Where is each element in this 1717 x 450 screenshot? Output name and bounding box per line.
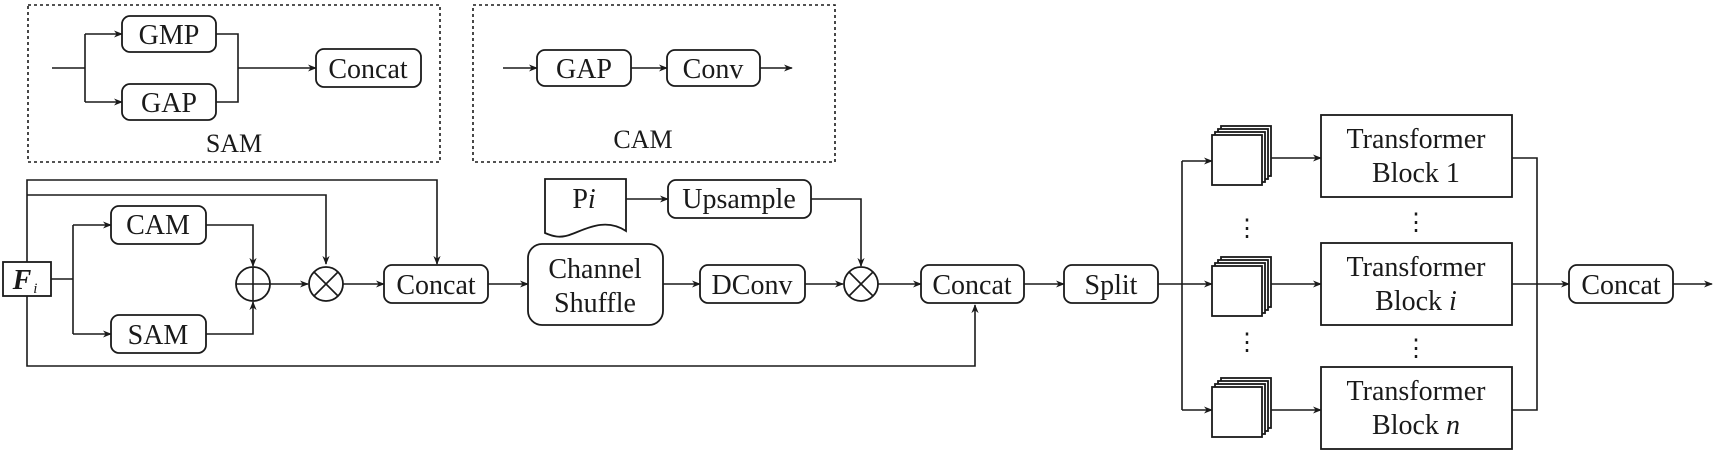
skip-line-to-multiply1 [27,194,330,265]
sam-merge-line [216,33,239,103]
block-ellipsis-upper: ⋮ [1404,210,1428,236]
stack-ellipsis-upper: ⋮ [1235,216,1259,242]
stack-ellipsis-lower: ⋮ [1235,330,1259,356]
sam-label: SAM [128,320,189,351]
transformer-block-i-title: Transformer [1347,252,1487,283]
skip-line-to-concat2 [26,296,979,367]
sam-concat-box [315,48,422,88]
cam-panel-border [472,4,836,163]
transformer-block-n-label: Block n [1372,410,1460,441]
cam-legend-panel: GAP Conv CAM [472,4,836,163]
cam-caption: CAM [613,125,672,154]
transformer-block-i-label: Block i [1375,286,1457,317]
transformer-block-n [1320,366,1513,450]
output-concat-label: Concat [1581,270,1661,301]
cam-label: CAM [126,210,190,241]
concat-label-1: Concat [396,270,476,301]
cam-gap-label: GAP [556,54,612,85]
sam-gap-label: GAP [141,88,197,119]
skip-line-to-concat1 [26,179,441,265]
channel-shuffle-label-line2: Shuffle [554,288,636,319]
channel-shuffle-label-line1: Channel [548,254,642,285]
sam-caption: SAM [206,129,262,158]
add-node [235,266,271,302]
prior-document-shape [544,178,627,238]
prior-label: Pi [572,184,595,215]
transformer-block-1-label: Block 1 [1372,158,1460,189]
feature-stack-i [1211,256,1272,317]
block-ellipsis-lower: ⋮ [1404,336,1428,362]
feature-stack-1 [1211,125,1272,186]
cam-conv-label: Conv [683,54,744,85]
feature-stack-n [1211,377,1272,438]
multiply-node-2 [843,266,879,302]
cam-to-add-arrow [206,224,257,267]
transformer-block-1 [1320,114,1513,198]
split-label: Split [1085,270,1138,301]
input-feature-box [2,261,52,297]
upsample-to-multiply-arrow [811,198,865,267]
multiply-node-1 [308,266,344,302]
dconv-label: DConv [712,270,793,301]
sam-panel-border [27,4,441,163]
transformer-block-1-title: Transformer [1347,124,1487,155]
sam-concat-label: Concat [328,54,408,85]
sam-legend-panel: GMP GAP Concat SAM [27,4,441,163]
concat-label-2: Concat [932,270,1012,301]
sam-to-add-arrow [206,301,257,335]
transformer-block-i [1320,242,1513,326]
transformer-block-n-title: Transformer [1347,376,1487,407]
sam-gmp-label: GMP [139,20,200,51]
upsample-label: Upsample [682,184,796,215]
